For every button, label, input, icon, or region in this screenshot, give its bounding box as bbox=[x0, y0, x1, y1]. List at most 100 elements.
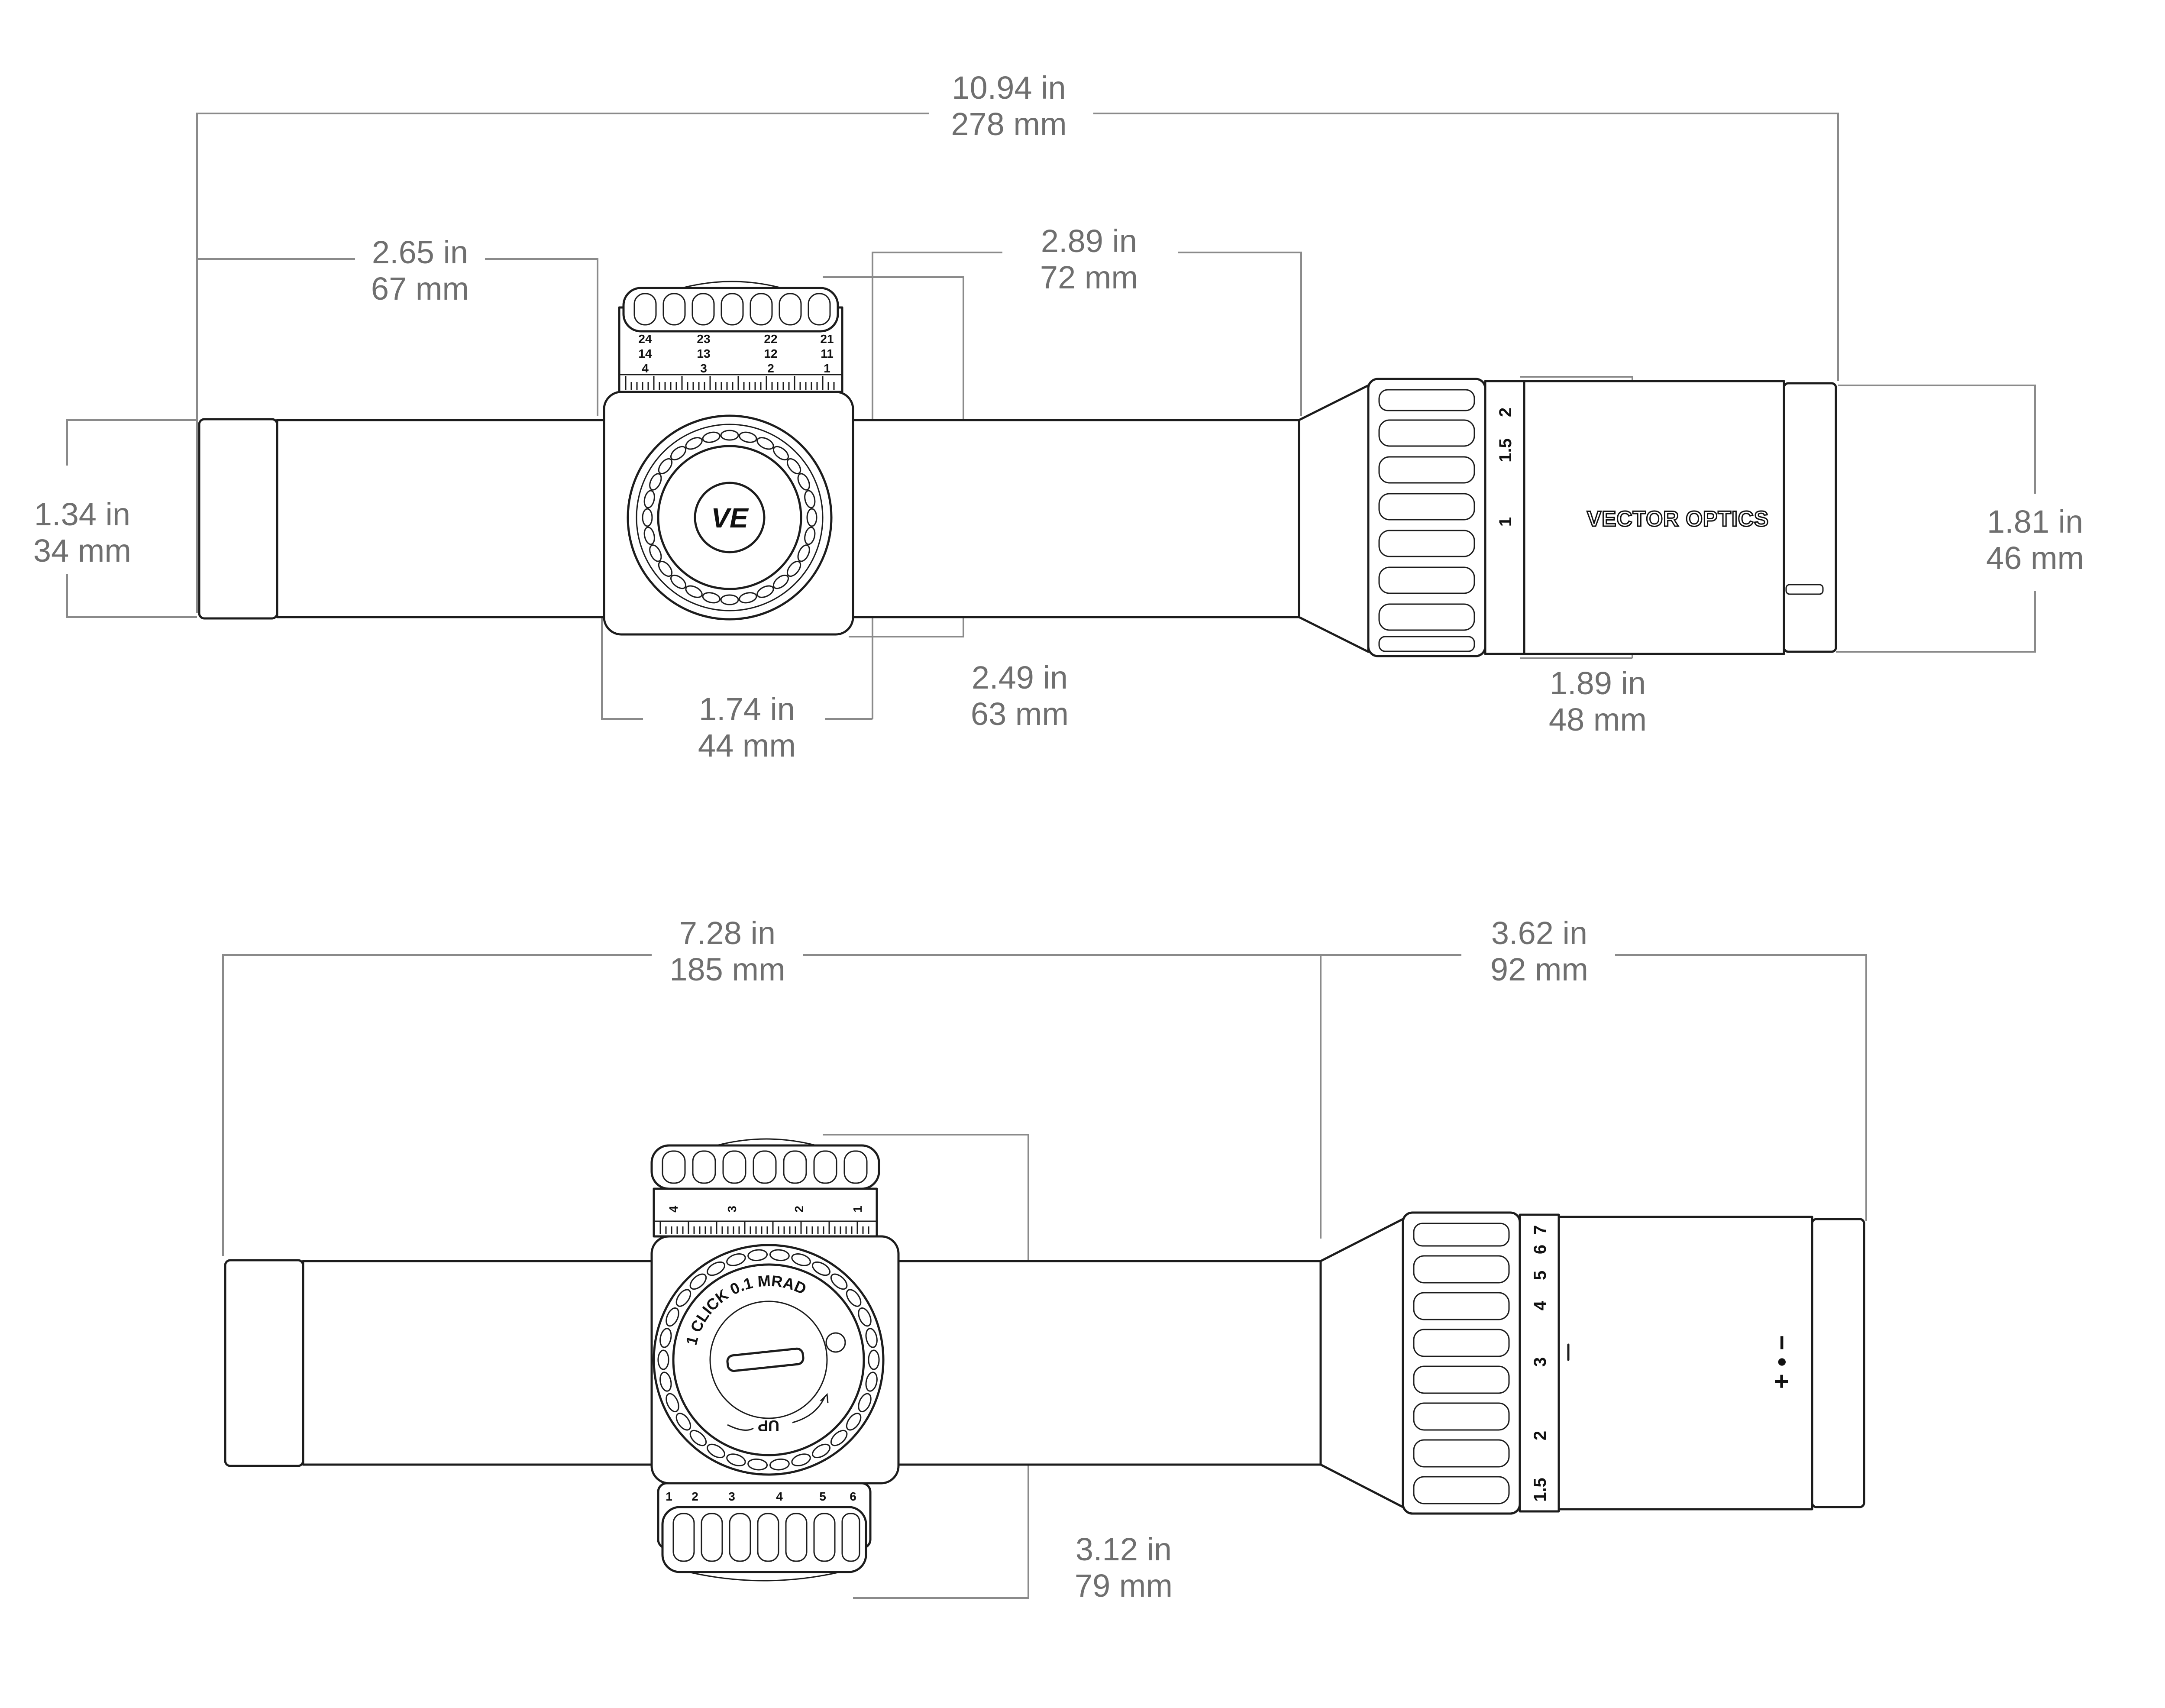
elevation-scale-ticks bbox=[659, 1221, 869, 1234]
overall-length-line-left bbox=[196, 113, 929, 613]
tube-diameter-mm: 34 mm bbox=[33, 533, 131, 569]
objective-bell bbox=[224, 1259, 304, 1467]
overall-length-mm: 278 mm bbox=[951, 106, 1066, 142]
knurl bbox=[689, 1273, 707, 1290]
turret-scale-ticks bbox=[625, 376, 835, 390]
turret-to-eyepiece-line-right bbox=[1178, 252, 1302, 416]
overall-length-line-right bbox=[1093, 113, 1839, 381]
eyepiece-diameter-line-bottom bbox=[1836, 591, 2036, 653]
rear-length-mm: 92 mm bbox=[1490, 951, 1588, 987]
brand-name: VECTOR OPTICS bbox=[1587, 507, 1769, 531]
illum-scale-num: 2 bbox=[692, 1490, 698, 1503]
knurl bbox=[858, 1393, 872, 1413]
knurl bbox=[643, 490, 655, 508]
tube-diameter-line-top bbox=[66, 419, 197, 466]
up-arc-line bbox=[727, 1424, 754, 1431]
turret-scale-num: 3 bbox=[700, 362, 707, 375]
knurl bbox=[739, 431, 757, 443]
elevation-cap-grip bbox=[650, 1144, 880, 1190]
knurl bbox=[786, 458, 801, 475]
illumination-dial-knurls bbox=[672, 1513, 860, 1562]
knurl bbox=[685, 585, 703, 598]
coin-slot-ring bbox=[709, 1300, 828, 1419]
rear-tube bbox=[897, 1260, 1322, 1466]
turret-scale-num: 4 bbox=[642, 362, 649, 375]
knurl bbox=[791, 1253, 811, 1266]
knurl bbox=[649, 544, 662, 562]
illum-scale-num: 1 bbox=[666, 1490, 672, 1503]
knurl bbox=[643, 527, 655, 545]
turret-width-in: 1.74 in bbox=[699, 691, 795, 727]
knurl bbox=[720, 594, 739, 605]
turret-scale-num: 1 bbox=[824, 362, 830, 375]
front-length-mm: 185 mm bbox=[669, 951, 785, 987]
knurl bbox=[649, 473, 662, 491]
front-tube bbox=[302, 1260, 655, 1466]
eyepiece-taper bbox=[1319, 1218, 1404, 1508]
knurl bbox=[702, 431, 721, 443]
diopter-mark bbox=[1785, 584, 1824, 595]
front-to-turret-line-right bbox=[485, 258, 598, 416]
knurl bbox=[797, 544, 810, 562]
knurl bbox=[658, 560, 673, 577]
illumination-symbols: + • − bbox=[1767, 1335, 1796, 1389]
knurl bbox=[685, 437, 703, 450]
knurl bbox=[786, 560, 801, 577]
front-length-line-right bbox=[803, 954, 1322, 1239]
knurl bbox=[756, 437, 774, 450]
up-text: UP bbox=[758, 1417, 779, 1435]
zoom-scale-band bbox=[1484, 380, 1525, 655]
eyepiece-housing bbox=[1523, 380, 1785, 655]
knurl bbox=[689, 1430, 707, 1446]
zoom-mark: 3 bbox=[1531, 1357, 1550, 1367]
knurl bbox=[657, 1349, 669, 1370]
knurl bbox=[804, 490, 816, 508]
knurl bbox=[726, 1453, 746, 1466]
up-arrow bbox=[792, 1396, 826, 1423]
side-scope-body: 1.5 2 3 4 5 6 7 + • − 4 3 2 1 bbox=[224, 1138, 1865, 1582]
brand-logo-icon: VE bbox=[711, 502, 749, 534]
windage-turret-ring bbox=[636, 424, 824, 611]
illum-scale-num: 5 bbox=[819, 1490, 826, 1503]
objective-bell bbox=[198, 418, 278, 620]
front-tube bbox=[276, 419, 605, 618]
illum-scale-num: 3 bbox=[728, 1490, 735, 1503]
windage-knurls bbox=[642, 430, 818, 605]
knurl bbox=[868, 1349, 880, 1370]
knurl bbox=[865, 1372, 878, 1392]
elevation-scale-num: 2 bbox=[792, 1206, 806, 1213]
elevation-scale-ring bbox=[653, 1187, 878, 1238]
knurl bbox=[720, 430, 739, 441]
knurl bbox=[846, 1289, 862, 1307]
knurl bbox=[675, 1289, 692, 1307]
windage-knurls bbox=[657, 1249, 880, 1471]
knurl bbox=[675, 1413, 692, 1431]
knurl bbox=[707, 1443, 725, 1459]
zoom-ring-grips bbox=[1413, 1223, 1510, 1504]
elevation-cap-knurls bbox=[662, 1150, 868, 1184]
knurl bbox=[812, 1261, 830, 1276]
knurl bbox=[806, 508, 818, 527]
front-length-in: 7.28 in bbox=[679, 915, 776, 951]
illumination-dial-bottom bbox=[688, 1571, 840, 1582]
knurl bbox=[659, 1328, 672, 1348]
knurl bbox=[666, 1393, 679, 1413]
turret-height-in: 3.12 in bbox=[1076, 1531, 1172, 1567]
knurl bbox=[659, 1372, 672, 1392]
knurl bbox=[791, 1453, 811, 1466]
rear-length-line-right bbox=[1615, 954, 1867, 1221]
zoom-mark: 1.5 bbox=[1496, 438, 1515, 463]
eyepiece-length-in: 1.89 in bbox=[1550, 665, 1646, 701]
turret-scale-num: 24 bbox=[638, 332, 652, 346]
side-view: 7.28 in 185 mm 3.62 in 92 mm 3.12 in 79 … bbox=[222, 915, 1867, 1604]
knurl bbox=[666, 1307, 679, 1327]
front-to-turret-mm: 67 mm bbox=[371, 271, 469, 307]
zoom-mark: 1.5 bbox=[1531, 1478, 1550, 1502]
elevation-scale-num: 4 bbox=[667, 1206, 680, 1213]
top-view: 10.94 in 278 mm 2.65 in 67 mm 2.89 in 72… bbox=[33, 70, 2084, 763]
knurl bbox=[707, 1261, 725, 1276]
knurl bbox=[726, 1253, 746, 1266]
turret-scale-num: 11 bbox=[821, 347, 834, 360]
